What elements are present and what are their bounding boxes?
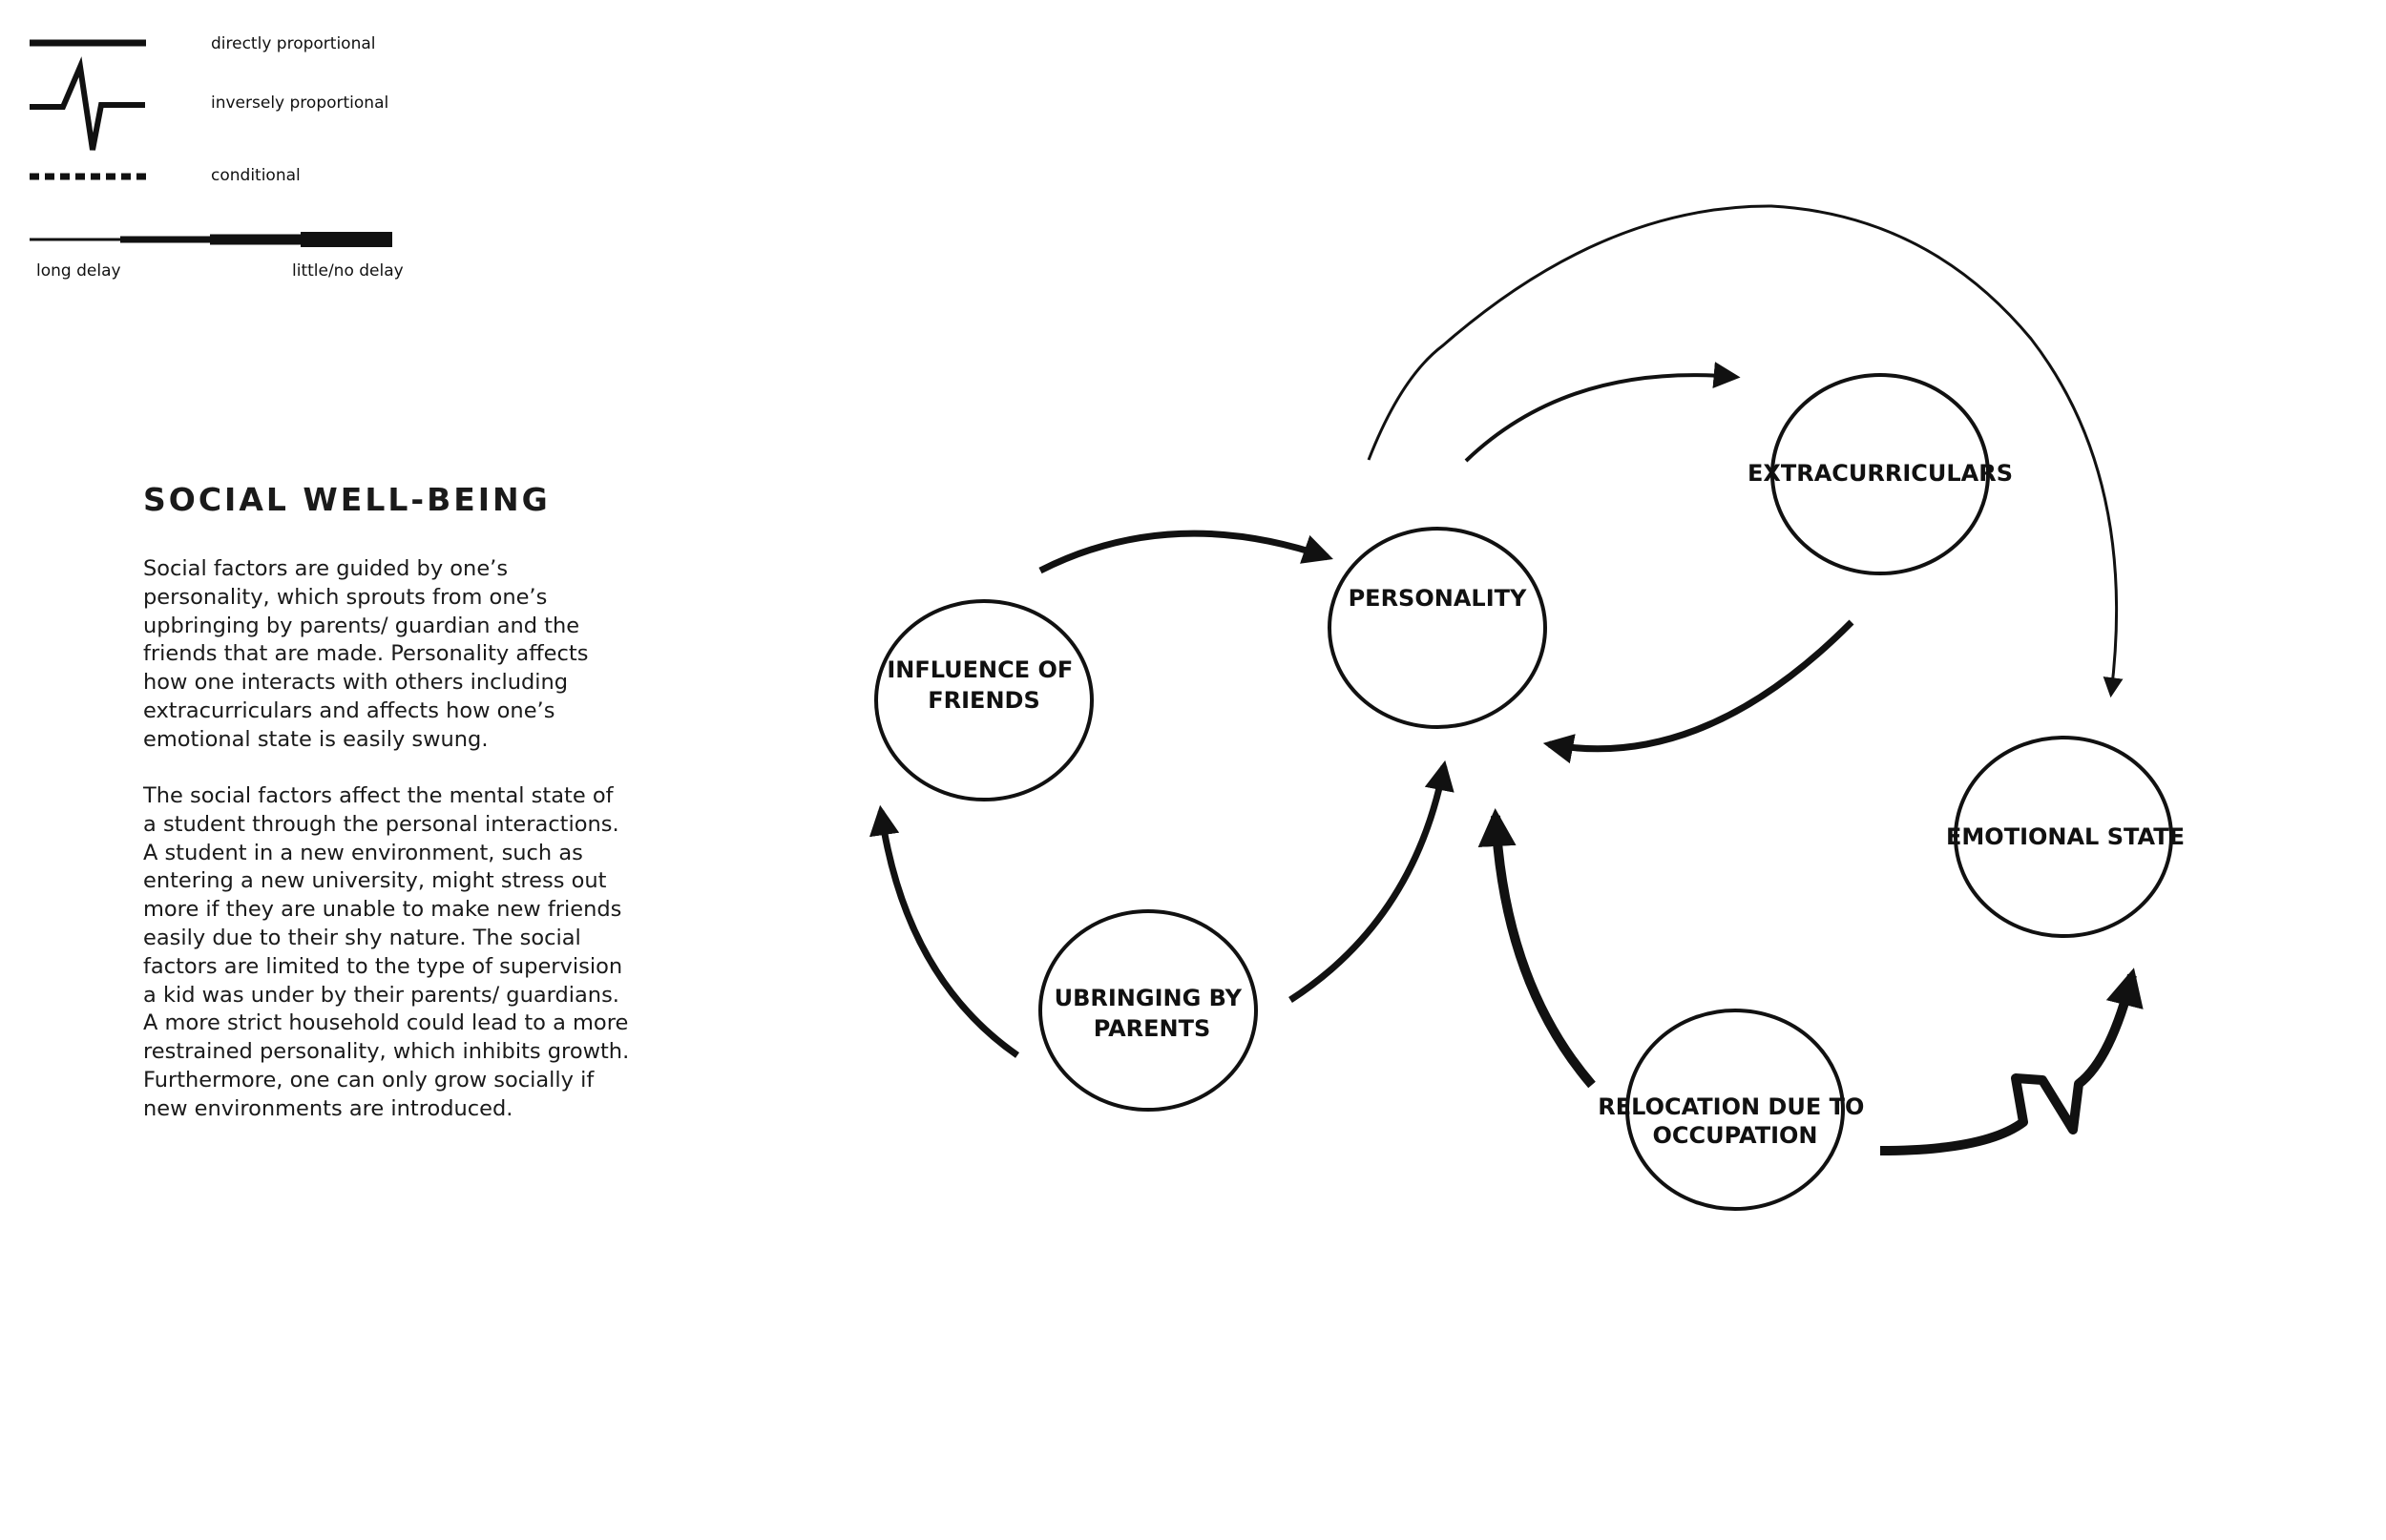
- node-circle: [874, 599, 1094, 801]
- paragraph-line: emotional state is easily swung.: [143, 726, 489, 752]
- paragraph-line: a student through the personal interacti…: [143, 811, 619, 837]
- node-circle: [1328, 527, 1547, 729]
- paragraph-line: Furthermore, one can only grow socially …: [143, 1067, 595, 1093]
- arrow-relocation-to-emotional: [1879, 968, 2144, 1155]
- node-label: RELOCATION DUE TO OCCUPATION: [1598, 1093, 1872, 1149]
- paragraph-line: how one interacts with others including: [143, 670, 569, 696]
- paragraph-line: new environments are introduced.: [143, 1095, 513, 1121]
- paragraph-line: upbringing by parents/ guardian and the: [143, 613, 580, 638]
- node-label-line: EMOTIONAL STATE: [1946, 823, 2185, 850]
- node-label-line: FRIENDS: [928, 687, 1040, 714]
- paragraph-line: a kid was under by their parents/ guardi…: [143, 982, 619, 1008]
- arrow-relocation-to-personality: [1477, 808, 1596, 1089]
- node-circle: [1625, 1009, 1845, 1211]
- description-paragraph-1: Social factors are guided by one’s person…: [143, 555, 639, 755]
- node-circle: [1038, 909, 1258, 1112]
- legend-little-delay-label: little/no delay: [292, 261, 404, 281]
- paragraph-line: The social factors affect the mental sta…: [143, 783, 614, 808]
- legend-inverse-line: [30, 56, 145, 151]
- paragraph-line: restrained personality, which inhibits g…: [143, 1039, 630, 1065]
- paragraph-line: friends that are made. Personality affec…: [143, 641, 589, 667]
- node-extracurriculars: EXTRACURRICULARS: [1748, 373, 2013, 575]
- arrow-personality-to-emotional: [1367, 204, 2124, 698]
- arrow-friends-to-personality: [1038, 530, 1333, 574]
- paragraph-line: A student in a new environment, such as: [143, 840, 583, 865]
- paragraph-line: extracurriculars and affects how one’s: [143, 697, 555, 723]
- node-emotional-state: EMOTIONAL STATE: [1946, 736, 2185, 938]
- node-label-line: PERSONALITY: [1349, 585, 1527, 612]
- node-circle: [1770, 373, 1990, 575]
- page-title: SOCIAL WELL-BEING: [143, 481, 551, 518]
- node-label: UBRINGING BY PARENTS: [1055, 985, 1250, 1042]
- node-personality: PERSONALITY: [1328, 527, 1547, 729]
- paragraph-line: more if they are unable to make new frie…: [143, 897, 622, 923]
- legend-conditional-label: conditional: [211, 166, 301, 185]
- node-relocation-due-to-occupation: RELOCATION DUE TO OCCUPATION: [1598, 1009, 1872, 1211]
- arrow-parents-to-personality: [1288, 760, 1455, 1003]
- legend-direct-label: directly proportional: [211, 34, 375, 53]
- node-label: INFLUENCE OF FRIENDS: [887, 656, 1080, 714]
- node-influence-of-friends: INFLUENCE OF FRIENDS: [874, 599, 1094, 801]
- arrow-extracurriculars-to-personality: [1542, 619, 1854, 764]
- node-circle: [1954, 736, 2173, 938]
- node-label-line: OCCUPATION: [1652, 1122, 1817, 1149]
- paragraph-line: easily due to their shy nature. The soci…: [143, 925, 581, 950]
- node-label: EXTRACURRICULARS: [1748, 460, 2013, 487]
- node-label: PERSONALITY: [1349, 585, 1527, 612]
- node-label-line: PARENTS: [1094, 1015, 1211, 1042]
- paragraph-line: Social factors are guided by one’s: [143, 556, 509, 581]
- paragraph-line: personality, which sprouts from one’s: [143, 584, 548, 610]
- node-upbringing-by-parents: UBRINGING BY PARENTS: [1038, 909, 1258, 1112]
- node-label-line: UBRINGING BY: [1055, 985, 1243, 1011]
- node-label-line: INFLUENCE OF: [887, 656, 1073, 683]
- paragraph-line: factors are limited to the type of super…: [143, 953, 623, 979]
- paragraph-line: A more strict household could lead to a …: [143, 1010, 629, 1036]
- legend-long-delay-label: long delay: [36, 261, 121, 281]
- node-label: EMOTIONAL STATE: [1946, 823, 2185, 850]
- legend-inverse-label: inversely proportional: [211, 94, 388, 113]
- node-label-line: RELOCATION DUE TO: [1598, 1093, 1864, 1120]
- arrow-personality-to-extracurriculars: [1464, 362, 1741, 463]
- links: [869, 204, 2144, 1155]
- paragraph-line: entering a new university, might stress …: [143, 868, 607, 894]
- arrow-parents-to-friends: [869, 804, 1019, 1058]
- legend: directly proportional inversely proporti…: [30, 34, 404, 281]
- node-label-line: EXTRACURRICULARS: [1748, 460, 2013, 487]
- description-paragraph-2: The social factors affect the mental sta…: [143, 782, 639, 1124]
